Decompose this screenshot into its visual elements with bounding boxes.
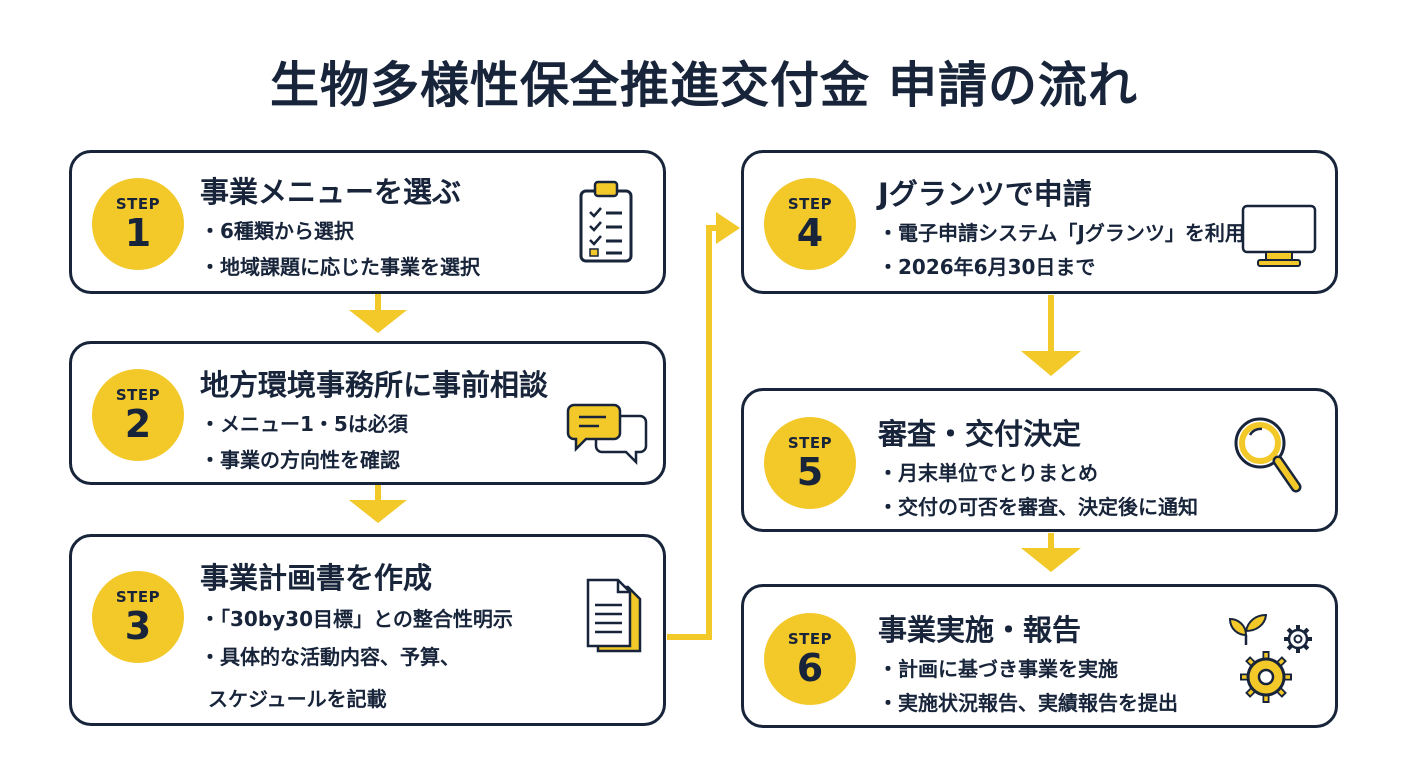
step-heading: 事業実施・報告 <box>878 613 1082 647</box>
step-bullet: ・具体的な活動内容、予算、 <box>200 645 460 669</box>
step-badge-3: STEP 3 <box>92 571 184 663</box>
step-bullet: スケジュールを記載 <box>208 687 387 711</box>
step-heading: 事業メニューを選ぶ <box>200 175 462 209</box>
step-card-6: STEP 6 事業実施・報告 ・計画に基づき事業を実施 ・実施状況報告、実績報告… <box>741 584 1338 728</box>
flow-arrow-5-6 <box>1021 533 1081 572</box>
step-badge-label: STEP <box>787 434 833 452</box>
step-heading: 審査・交付決定 <box>878 417 1082 451</box>
step-badge-number: 2 <box>124 402 152 446</box>
step-badge-label: STEP <box>115 195 161 213</box>
step-badge-number: 3 <box>124 604 152 648</box>
flow-arrow-2-3 <box>349 485 407 523</box>
page-title: 生物多様性保全推進交付金 申請の流れ <box>269 57 1139 114</box>
sprout-gears-icon <box>1228 613 1312 703</box>
flow-arrow-4-5 <box>1021 295 1081 376</box>
documents-icon <box>586 578 642 653</box>
step-badge-label: STEP <box>787 195 833 213</box>
step-bullet: ・電子申請システム「Jグランツ」を利用 <box>878 221 1245 245</box>
step-card-3: STEP 3 事業計画書を作成 ・「30by30目標」との整合性明示 ・具体的な… <box>69 534 666 726</box>
step-bullet: ・「30by30目標」との整合性明示 <box>200 607 513 631</box>
step-badge-label: STEP <box>115 588 161 606</box>
step-badge-4: STEP 4 <box>764 178 856 270</box>
step-badge-1: STEP 1 <box>92 178 184 270</box>
step-badge-2: STEP 2 <box>92 369 184 461</box>
magnifier-icon <box>1234 417 1302 493</box>
step-heading: 地方環境事務所に事前相談 <box>200 368 549 402</box>
step-bullet: ・事業の方向性を確認 <box>200 448 400 472</box>
flow-arrow-1-2 <box>349 294 407 333</box>
step-bullet: ・月末単位でとりまとめ <box>878 461 1098 485</box>
step-bullet: ・計画に基づき事業を実施 <box>878 657 1118 681</box>
step-card-2: STEP 2 地方環境事務所に事前相談 ・メニュー1・5は必須 ・事業の方向性を… <box>69 341 666 485</box>
clipboard-checklist-icon <box>579 180 633 263</box>
step-badge-5: STEP 5 <box>764 417 856 509</box>
chat-bubbles-icon <box>566 403 648 466</box>
flow-arrow-3-4 <box>667 212 740 640</box>
step-badge-number: 4 <box>796 211 824 255</box>
step-badge-number: 6 <box>796 646 824 690</box>
step-bullet: ・メニュー1・5は必須 <box>200 412 408 436</box>
step-card-5: STEP 5 審査・交付決定 ・月末単位でとりまとめ ・交付の可否を審査、決定後… <box>741 388 1338 532</box>
step-bullet: ・6種類から選択 <box>200 219 354 243</box>
step-badge-6: STEP 6 <box>764 613 856 705</box>
step-card-4: STEP 4 Jグランツで申請 ・電子申請システム「Jグランツ」を利用 ・202… <box>741 150 1338 294</box>
step-badge-label: STEP <box>787 630 833 648</box>
step-bullet: ・実施状況報告、実績報告を提出 <box>878 691 1178 715</box>
step-card-1: STEP 1 事業メニューを選ぶ ・6種類から選択 ・地域課題に応じた事業を選択 <box>69 150 666 294</box>
step-bullet: ・2026年6月30日まで <box>878 255 1096 279</box>
step-bullet: ・地域課題に応じた事業を選択 <box>200 255 480 279</box>
step-bullet: ・交付の可否を審査、決定後に通知 <box>878 495 1198 519</box>
step-heading: Jグランツで申請 <box>878 177 1092 211</box>
step-badge-number: 5 <box>796 450 824 494</box>
computer-monitor-icon <box>1241 204 1317 267</box>
step-heading: 事業計画書を作成 <box>200 561 433 595</box>
step-badge-label: STEP <box>115 386 161 404</box>
step-badge-number: 1 <box>124 211 152 255</box>
